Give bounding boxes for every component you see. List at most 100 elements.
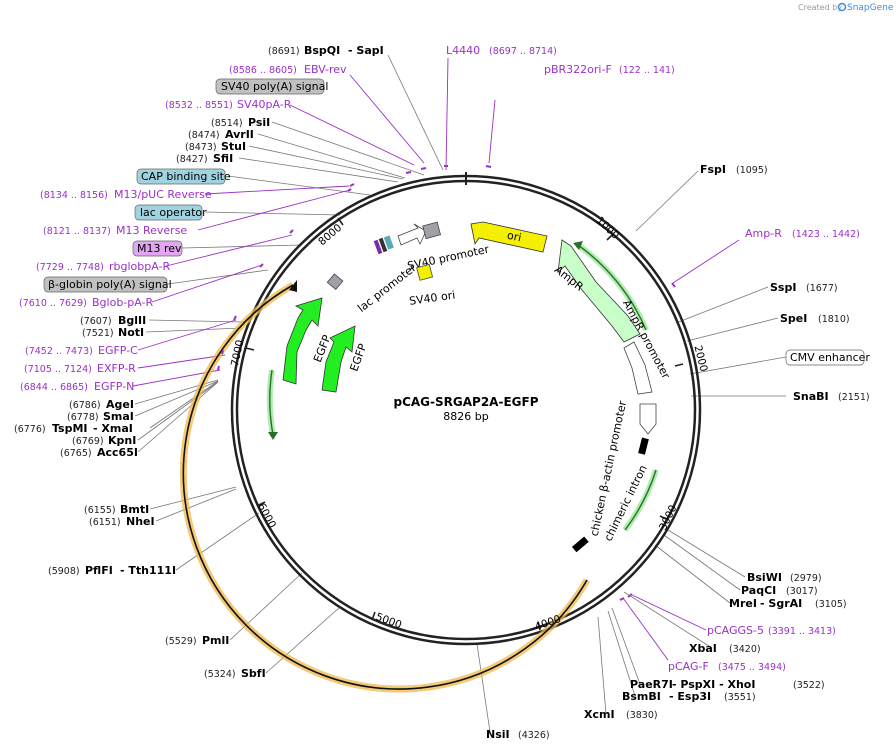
site-avrii-pos: (8474)	[188, 130, 220, 141]
cmv-enhancer-box	[785, 349, 865, 366]
site-bmti-pos: (6155)	[84, 505, 116, 516]
site-kpni-name: KpnI	[108, 434, 136, 447]
primer-pcaggs-5-range: (3391 .. 3413)	[768, 626, 836, 637]
intron-end-block	[571, 536, 589, 553]
site-pflfi-extra: - Tth111I	[120, 564, 176, 577]
site-bspqi-pos: (8691)	[268, 46, 300, 57]
primer-l4440-range: (8697 .. 8714)	[489, 46, 557, 57]
primer-m13-reverse-name: M13 Reverse	[116, 224, 187, 237]
tick-label-3000: 3000	[657, 503, 680, 532]
site-sspi-pos: (1677)	[806, 283, 838, 294]
site-kpni-pos: (6769)	[72, 436, 104, 447]
lac-operator-mark	[378, 237, 388, 253]
site-paer7i-extra: - PspXI - XhoI	[672, 678, 755, 691]
site-snabi-name: SnaBI	[793, 390, 829, 403]
primer-pcag-f-range: (3475 .. 3494)	[718, 662, 786, 673]
site-smai-pos: (6778)	[67, 412, 99, 423]
primer-pbr322ori-f-name: pBR322ori-F	[544, 63, 612, 76]
scale-ticks	[245, 217, 684, 631]
site-paer7i-pos: (3522)	[793, 680, 825, 691]
ampr-promoter-arrow	[623, 341, 653, 395]
site-nsii-name: NsiI	[486, 728, 510, 741]
m13-rev-box-label: M13 rev	[137, 242, 182, 255]
bglob-polya-box-label: β-globin poly(A) signal	[48, 278, 172, 291]
primer-labels: (8586 .. 8605) EBV-rev (8532 .. 8551) SV…	[19, 44, 860, 673]
amp-arc-head	[573, 241, 583, 250]
primer-amp-r-name: Amp-R	[745, 227, 782, 240]
ampr-arrow	[557, 239, 641, 343]
site-paqci-pos: (3017)	[786, 586, 818, 597]
primer-bglob-pa-r-name: Bglob-pA-R	[92, 296, 154, 309]
sv40-ori-block	[416, 263, 434, 281]
egfp-arc-core	[269, 369, 274, 436]
site-bsiwi-pos: (2979)	[790, 573, 822, 584]
cap-binding-box	[136, 168, 226, 185]
primer-pcaggs-5-name: pCAGGS-5	[707, 624, 764, 637]
site-xbai-name: XbaI	[689, 642, 717, 655]
primer-m13-puc-range: (8134 .. 8156)	[40, 190, 108, 201]
boxed-labels: SV40 poly(A) signal CAP binding site lac…	[43, 78, 870, 366]
site-pflfi-pos: (5908)	[48, 566, 80, 577]
primer-exfp-r-range: (7105 .. 7124)	[24, 364, 92, 375]
bglob-polya-block	[326, 273, 344, 291]
site-bsmbi-name: BsmBI	[622, 690, 661, 703]
site-paer7i-name: PaeR7I	[630, 678, 673, 691]
lac-operator-box-label: lac operator	[140, 206, 207, 219]
primer-rbglobpa-r-name: rbglobpA-R	[109, 260, 170, 273]
m13-mark	[373, 239, 383, 255]
primer-egfp-c-range: (7452 .. 7473)	[25, 346, 93, 357]
site-spei-name: SpeI	[780, 312, 807, 325]
primer-egfp-n-range: (6844 .. 6865)	[20, 382, 88, 393]
site-smai-name: SmaI	[103, 410, 134, 423]
ori-label: ori	[506, 229, 523, 245]
sv40-polya-box	[215, 78, 325, 95]
tick-label-7000: 7000	[229, 339, 246, 368]
site-fspi-name: FspI	[700, 163, 726, 176]
site-bspqi-name: BspQI	[304, 44, 340, 57]
site-sfii-name: SfiI	[213, 152, 233, 165]
cag-promoter-block	[638, 437, 649, 455]
site-labels: (8691) BspQI - SapI (8514) PsiI (8474) A…	[14, 44, 870, 741]
site-nhei-pos: (6151)	[89, 517, 121, 528]
inner-features: ori AmpR AmpR promoter chicken β-actin p…	[282, 221, 673, 553]
site-stui-name: StuI	[221, 140, 246, 153]
primer-sv40pa-r-range: (8532 .. 8551)	[165, 100, 233, 111]
sv40-polya-box-label: SV40 poly(A) signal	[221, 80, 328, 93]
site-stui-pos: (8473)	[185, 142, 217, 153]
site-sspi-name: SspI	[770, 281, 796, 294]
site-acc65i-pos: (6765)	[60, 448, 92, 459]
primer-egfp-c-name: EGFP-C	[98, 344, 138, 357]
site-pmli-pos: (5529)	[165, 636, 197, 647]
cmv-enhancer-box-label: CMV enhancer	[790, 351, 870, 364]
primer-pcag-f-name: pCAG-F	[668, 660, 709, 673]
intron-arc-core	[624, 469, 657, 531]
site-acc65i-name: Acc65I	[97, 446, 138, 459]
orf-arrow-head	[289, 280, 297, 292]
site-noti-pos: (7521)	[82, 328, 114, 339]
primer-sv40pa-r-name: SV40pA-R	[237, 98, 292, 111]
credit-brand: SnapGene	[847, 3, 894, 13]
m13-rev-box	[132, 240, 183, 257]
site-xbai-pos: (3420)	[729, 644, 761, 655]
ori-arrow	[470, 221, 548, 253]
primer-rbglobpa-r-range: (7729 .. 7748)	[36, 262, 104, 273]
site-xcmi-name: XcmI	[584, 708, 615, 721]
site-psii-pos: (8514)	[211, 118, 243, 129]
primer-amp-r-range: (1423 .. 1442)	[792, 229, 860, 240]
sv40-ori-label: SV40 ori	[408, 289, 456, 308]
site-bglii-pos: (7607)	[80, 316, 112, 327]
site-tspmi-extra: - XmaI	[93, 422, 133, 435]
sv40-promoter-arrow	[397, 223, 427, 246]
site-fspi-pos: (1095)	[736, 165, 768, 176]
primer-pbr322ori-f-range: (122 .. 141)	[619, 65, 675, 76]
site-bsiwi-name: BsiWI	[747, 571, 782, 584]
site-nsii-pos: (4326)	[518, 730, 550, 741]
site-spei-pos: (1810)	[818, 314, 850, 325]
site-nhei-name: NheI	[126, 515, 155, 528]
site-bsmbi-extra: - Esp3I	[669, 690, 711, 703]
cag-promoter-arrow	[639, 403, 657, 435]
site-bspqi-extra: - SapI	[348, 44, 384, 57]
plasmid-name: pCAG-SRGAP2A-EGFP	[394, 395, 539, 409]
primer-m13-reverse-range: (8121 .. 8137)	[43, 226, 111, 237]
